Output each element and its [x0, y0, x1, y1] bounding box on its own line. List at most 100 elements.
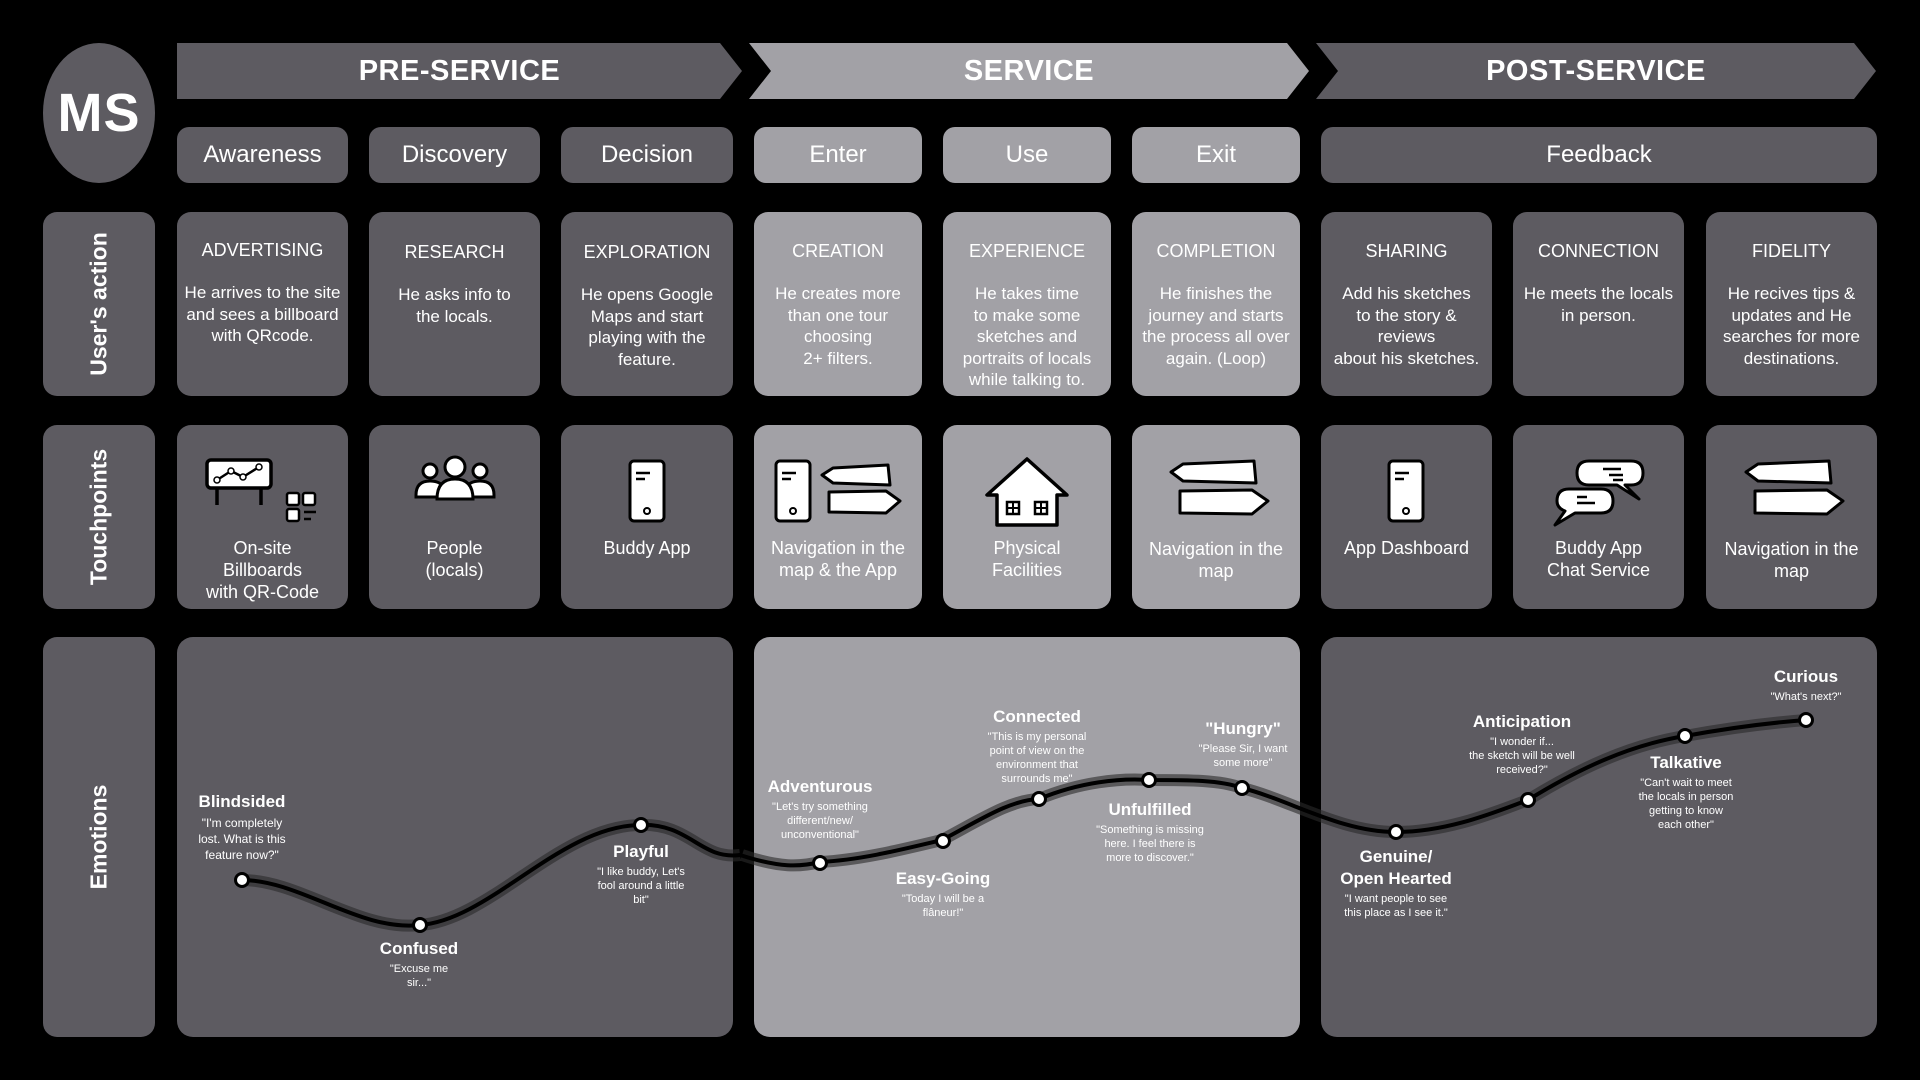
emotion-playful: Playful "I like buddy, Let's fool around…: [597, 841, 685, 907]
phase-label: POST-SERVICE: [1486, 54, 1706, 87]
action-card-exploration: EXPLORATION He opens Google Maps and sta…: [561, 212, 733, 396]
touchpoint-card-navigation-map: Navigation in the map: [1132, 425, 1300, 609]
action-description: He creates more than one tour choosing 2…: [775, 284, 901, 368]
row-header-emotions: Emotions: [43, 637, 155, 1037]
emotion-marker: [633, 817, 649, 833]
house-icon: [985, 457, 1069, 527]
emotion-talkative: Talkative "Can't wait to meet the locals…: [1639, 752, 1734, 832]
emotion-adventurous: Adventurous "Let's try something differe…: [768, 776, 873, 842]
emotion-quote: "Please Sir, I want some more": [1198, 743, 1288, 769]
emotion-marker: [935, 833, 951, 849]
emotion-marker: [1798, 712, 1814, 728]
action-description: He recives tips & updates and He searche…: [1723, 284, 1860, 368]
stage-use: Use: [943, 127, 1111, 183]
stage-discovery: Discovery: [369, 127, 540, 183]
emotion-name: Playful: [613, 842, 669, 861]
emotion-curious: Curious "What's next?": [1770, 666, 1841, 704]
touchpoint-card-navigation-app: Navigation in the map & the App: [754, 425, 922, 609]
emotion-markers: [234, 712, 1814, 933]
emotion-name: Adventurous: [767, 777, 873, 796]
action-title: COMPLETION: [1156, 241, 1276, 261]
phone-app-icon: [1387, 459, 1425, 523]
emotion-name: Curious: [1773, 667, 1839, 686]
chat-bubbles-icon: [1553, 459, 1645, 527]
emotion-connected: Connected "This is my personal point of …: [988, 706, 1087, 786]
emotion-name: Anticipation: [1472, 712, 1572, 731]
emotion-panel-pre-service: [177, 637, 733, 1037]
emotion-marker: [1677, 728, 1693, 744]
emotion-marker: [1031, 791, 1047, 807]
emotion-name: Confused: [379, 939, 459, 958]
emotion-marker: [1234, 780, 1250, 796]
emotion-quote: "Something is missing here. I feel there…: [1096, 824, 1204, 864]
emotion-name: Genuine/ Open Hearted: [1340, 847, 1452, 888]
action-description: He arrives to the site and sees a billbo…: [184, 283, 341, 345]
action-title: SHARING: [1365, 241, 1448, 261]
action-title: FIDELITY: [1751, 241, 1831, 261]
touchpoint-label: Buddy App: [603, 538, 691, 558]
phase-label: PRE-SERVICE: [358, 54, 561, 87]
stage-decision: Decision: [561, 127, 733, 183]
action-title: EXPERIENCE: [968, 241, 1086, 261]
emotion-quote: "What's next?": [1770, 691, 1842, 703]
emotion-easy-going: Easy-Going "Today I will be a flâneur!": [896, 868, 990, 920]
row-header-touchpoints: Touchpoints: [43, 425, 155, 609]
emotion-quote: "Today I will be a flâneur!": [901, 893, 985, 919]
emotion-genuine-open-hearted: Genuine/ Open Hearted "I want people to …: [1340, 846, 1451, 920]
emotion-name: Connected: [993, 707, 1081, 726]
touchpoint-label: Physical Facilities: [991, 538, 1062, 580]
phone-signpost-icon: [774, 459, 902, 523]
phone-app-icon: [628, 459, 666, 523]
action-title: RESEARCH: [404, 242, 505, 262]
action-card-fidelity: FIDELITY He recives tips & updates and H…: [1706, 212, 1877, 396]
action-card-connection: CONNECTION He meets the locals in person…: [1513, 212, 1684, 396]
touchpoint-label: Navigation in the map: [1724, 539, 1859, 581]
touchpoint-label: Navigation in the map & the App: [770, 538, 906, 580]
stage-awareness: Awareness: [177, 127, 348, 183]
touchpoint-label: On-site Billboards with QR-Code: [205, 538, 320, 602]
emotion-blindsided: Blindsided "I'm completely lost. What is…: [198, 791, 285, 863]
emotion-name: Blindsided: [198, 792, 286, 811]
phase-label: SERVICE: [963, 54, 1095, 87]
action-card-creation: CREATION He creates more than one tour c…: [754, 212, 922, 396]
phase-post-service: POST-SERVICE: [1316, 43, 1876, 99]
action-card-research: RESEARCH He asks info to the locals.: [369, 212, 540, 396]
touchpoint-card-physical-facilities: Physical Facilities: [943, 425, 1111, 609]
phase-arrow-shape: [1316, 43, 1876, 99]
emotion-quote: "This is my personal point of view on th…: [987, 731, 1087, 785]
emotion-marker: [1520, 792, 1536, 808]
emotion-quote: "Let's try something different/new/ unco…: [772, 801, 868, 841]
touchpoint-card-buddy-app: Buddy App: [561, 425, 733, 609]
touchpoint-card-billboards: On-site Billboards with QR-Code: [177, 425, 348, 609]
action-card-completion: COMPLETION He finishes the journey and s…: [1132, 212, 1300, 396]
action-title: ADVERTISING: [201, 240, 324, 260]
action-card-experience: EXPERIENCE He takes time to make some sk…: [943, 212, 1111, 396]
action-title: EXPLORATION: [583, 242, 711, 262]
phase-arrow-shape: [177, 43, 742, 99]
phase-service: SERVICE: [749, 43, 1309, 99]
emotion-marker: [1141, 772, 1157, 788]
emotion-quote: "Can't wait to meet the locals in person…: [1638, 777, 1734, 831]
emotion-marker: [234, 872, 250, 888]
emotion-marker: [1388, 824, 1404, 840]
action-card-sharing: SHARING Add his sketches to the story & …: [1321, 212, 1492, 396]
emotion-marker: [812, 855, 828, 871]
stage-exit: Exit: [1132, 127, 1300, 183]
emotion-confused: Confused "Excuse me sir...": [380, 938, 458, 990]
touchpoint-card-app-dashboard: App Dashboard: [1321, 425, 1492, 609]
billboard-qr-icon: [205, 458, 317, 523]
signpost-icon: [1169, 459, 1270, 516]
emotion-quote: "I want people to see this place as I se…: [1344, 893, 1448, 919]
touchpoint-card-navigation-map-2: Navigation in the map: [1706, 425, 1877, 609]
touchpoint-card-chat-service: Buddy App Chat Service: [1513, 425, 1684, 609]
phase-pre-service: PRE-SERVICE: [177, 43, 742, 99]
emotion-hungry: "Hungry" "Please Sir, I want some more": [1199, 718, 1288, 770]
action-description: He asks info to the locals.: [398, 285, 511, 326]
action-description: He meets the locals in person.: [1523, 284, 1674, 325]
emotion-panel-service: [754, 637, 1300, 1037]
emotion-name: Easy-Going: [895, 869, 991, 888]
action-description: Add his sketches to the story & reviews …: [1333, 284, 1480, 368]
action-description: He finishes the journey and starts the p…: [1142, 284, 1290, 368]
